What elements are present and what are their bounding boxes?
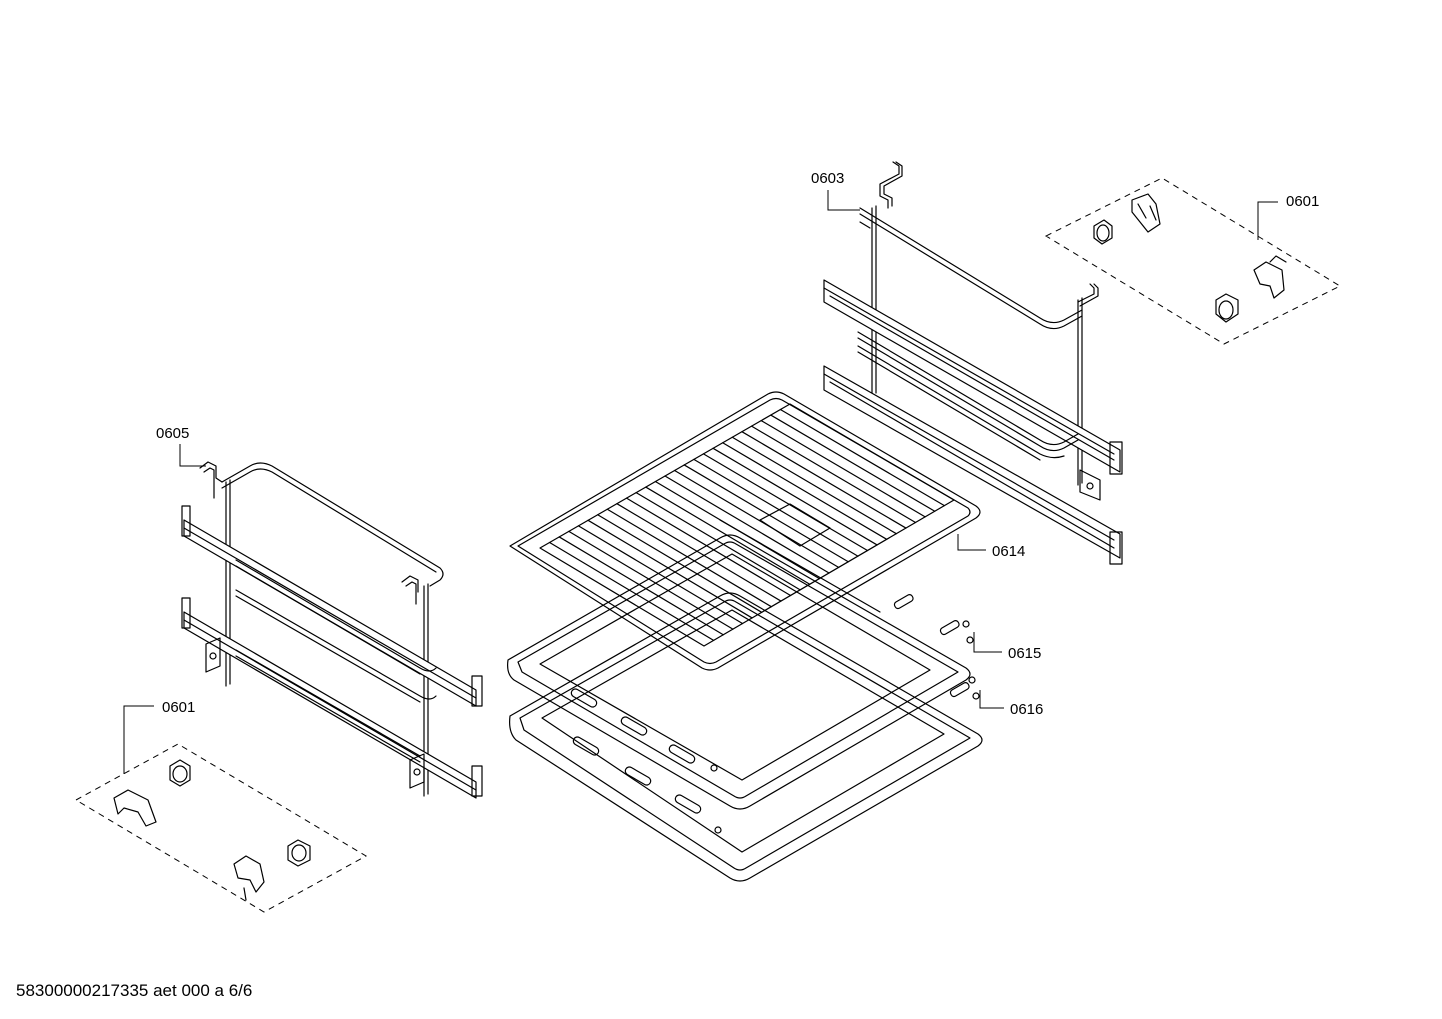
grid-wire bbox=[722, 442, 888, 540]
grid-wire bbox=[616, 503, 782, 602]
wire-grid-shelf bbox=[509, 391, 981, 671]
grid-wire bbox=[741, 431, 907, 529]
grid-wire bbox=[702, 453, 869, 552]
callout-0614: 0614 bbox=[992, 543, 1025, 560]
grid-wire bbox=[731, 436, 897, 535]
deep-pan bbox=[509, 592, 983, 882]
grid-wire bbox=[779, 408, 945, 507]
grid-wire bbox=[683, 464, 849, 563]
grid-wire bbox=[750, 425, 917, 524]
callout-0616: 0616 bbox=[1010, 701, 1043, 718]
grid-wire bbox=[770, 414, 936, 512]
grid-wire bbox=[664, 475, 830, 574]
grid-wire bbox=[625, 497, 792, 597]
grid-wire bbox=[606, 508, 772, 608]
callout-0603: 0603 bbox=[811, 170, 844, 187]
callout-0601-right: 0601 bbox=[1286, 193, 1319, 210]
document-id: 58300000217335 aet 000 a 6/6 bbox=[16, 981, 253, 1000]
right-clip-set bbox=[1044, 177, 1342, 345]
callout-0605: 0605 bbox=[156, 425, 189, 442]
grid-wire bbox=[597, 514, 763, 613]
leader-lines bbox=[123, 190, 1278, 774]
left-shelf-support-rail bbox=[181, 461, 483, 799]
callout-0615: 0615 bbox=[1008, 645, 1041, 662]
grid-wire bbox=[712, 447, 878, 546]
callout-0601-left: 0601 bbox=[162, 699, 195, 716]
grid-wire bbox=[760, 420, 926, 518]
baking-tray bbox=[507, 534, 974, 810]
left-clip-set bbox=[74, 743, 368, 913]
right-shelf-support-rail bbox=[823, 161, 1123, 565]
grid-wire bbox=[635, 492, 801, 591]
grid-wire bbox=[693, 458, 859, 557]
grid-wire bbox=[674, 469, 840, 568]
